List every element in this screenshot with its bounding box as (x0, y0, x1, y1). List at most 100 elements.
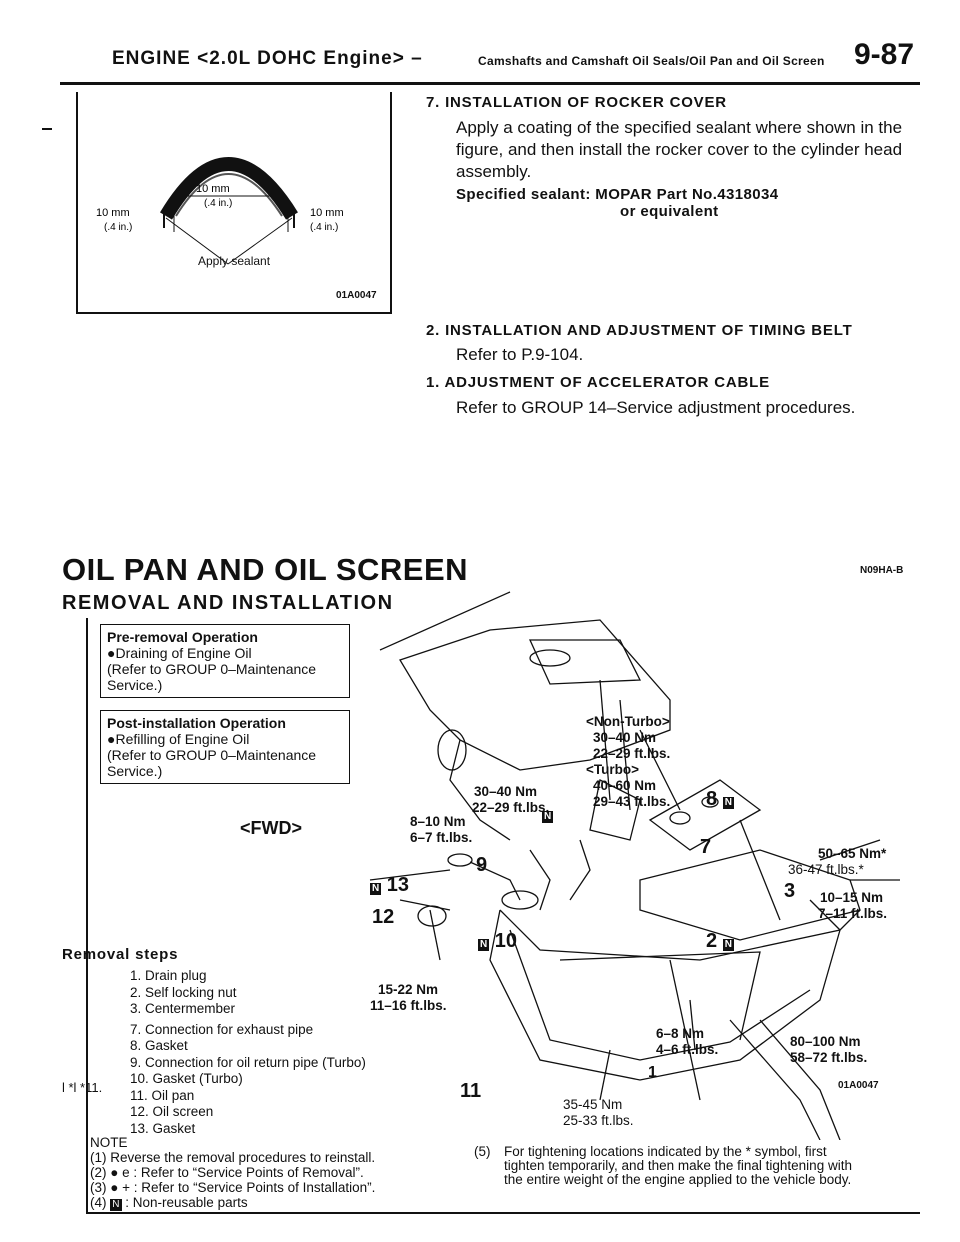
torque-50-65-nm: 50–65 Nm* (818, 846, 887, 861)
torque-6-8-nm: 6–8 Nm (656, 1026, 705, 1041)
post-installation-box: Post-installation Operation ●Refilling o… (100, 710, 350, 784)
post-installation-line2: (Refer to GROUP 0–Maintenance (107, 747, 317, 763)
torque-6-7-ft: 6–7 ft.lbs. (410, 830, 473, 845)
torque-22-29-ft: 22–29 ft.lbs. (472, 800, 550, 815)
callout-2-number: 2 (706, 930, 718, 952)
dim-right-in: (.4 in.) (310, 222, 338, 233)
note-label: NOTE (90, 1135, 128, 1150)
list-item: 11. Oil pan (130, 1087, 195, 1103)
header-subtitle: Camshafts and Camshaft Oil Seals/Oil Pan… (478, 54, 825, 68)
callout-9: 9 (476, 854, 488, 876)
header-title: ENGINE <2.0L DOHC Engine> – (112, 48, 423, 69)
oil-pan-diagram (369, 591, 900, 1140)
list-item: 1. Drain plug (130, 968, 207, 983)
dim-right: 10 mm (310, 207, 344, 219)
list-item: 3. Centermember (130, 1001, 236, 1016)
post-installation-heading: Post-installation Operation (107, 715, 286, 731)
note-5: (5) For tightening locations indicated b… (474, 1145, 854, 1187)
header-rule (60, 82, 920, 85)
sealant-spec-equivalent: or equivalent (620, 203, 719, 220)
non-reusable-badge: N (110, 1199, 122, 1211)
note-3: (3) ● + : Refer to “Service Points of In… (90, 1180, 376, 1195)
callout-3: 3 (784, 880, 796, 902)
note-4-text: : Non-reusable parts (125, 1195, 248, 1210)
section-1-title: 1. ADJUSTMENT OF ACCELERATOR CABLE (426, 374, 770, 391)
section-1-text: Refer to GROUP 14–Service adjustment pro… (456, 398, 856, 417)
frame-left-rule (86, 618, 88, 1213)
non-reusable-badge: N (370, 883, 382, 895)
sealant-figure: 10 mm (.4 in.) 10 mm (.4 in.) 10 mm (.4 … (76, 92, 392, 314)
section-7-text: Apply a coating of the specified sealant… (456, 118, 903, 181)
page-number: 9-87 (854, 38, 915, 71)
non-turbo-torque-nm: 30–40 Nm (593, 730, 657, 745)
callout-badge-top: N (542, 802, 554, 825)
list-item: 12. Oil screen (130, 1104, 214, 1119)
note-5-label: (5) (474, 1144, 491, 1159)
turbo-torque-ft: 29–43 ft.lbs. (593, 794, 671, 809)
note-1: (1) Reverse the removal procedures to re… (90, 1150, 376, 1165)
list-item: 10. Gasket (Turbo) (130, 1071, 243, 1086)
oil-pan-title: OIL PAN AND OIL SCREEN (62, 552, 469, 587)
dim-left-in: (.4 in.) (104, 222, 132, 233)
callout-7: 7 (700, 836, 712, 858)
note-4-prefix: (4) (90, 1195, 107, 1210)
torque-8-10-nm: 8–10 Nm (410, 814, 466, 829)
turbo-torque-nm: 40–60 Nm (593, 778, 657, 793)
sealant-diagram: 10 mm (.4 in.) 10 mm (.4 in.) 10 mm (.4 … (96, 157, 344, 265)
torque-80-100-nm: 80–100 Nm (790, 1034, 861, 1049)
callout-1: 1 (648, 1064, 657, 1081)
non-turbo-label: <Non-Turbo> (586, 714, 670, 729)
apply-sealant-label: Apply sealant (198, 254, 271, 268)
torque-36-47-ft: 36-47 ft.lbs.* (788, 862, 864, 877)
list-item: 8. Gasket (130, 1038, 188, 1053)
margin-mark (42, 128, 52, 130)
note-4: (4) N : Non-reusable parts (90, 1195, 375, 1211)
figure-code: 01A0047 (336, 290, 377, 301)
oil-pan-code: N09HA-B (860, 565, 904, 576)
pre-removal-heading: Pre-removal Operation (107, 629, 258, 645)
torque-30-40-nm: 30–40 Nm (474, 784, 538, 799)
fwd-label: <FWD> (240, 818, 303, 838)
service-point-marks: l *l *11. (62, 1080, 103, 1095)
callout-13-number: 13 (386, 874, 410, 896)
pre-removal-box: Pre-removal Operation ●Draining of Engin… (100, 624, 350, 698)
callout-8: 8 N (706, 788, 734, 811)
non-reusable-badge: N (722, 797, 734, 809)
callout-10: N 10 (478, 930, 517, 953)
non-reusable-badge: N (722, 939, 734, 951)
note-5-text: For tightening locations indicated by th… (504, 1144, 852, 1187)
bottom-rule (86, 1212, 920, 1214)
section-2-text: Refer to P.9-104. (456, 345, 584, 364)
post-installation-line3: Service.) (107, 763, 163, 779)
torque-15-22-nm: 15-22 Nm (378, 982, 439, 997)
non-turbo-torque-ft: 22–29 ft.lbs. (593, 746, 671, 761)
callout-12: 12 (372, 906, 395, 928)
callout-2: 2 N (706, 930, 734, 953)
dim-left: 10 mm (96, 207, 130, 219)
note-2: (2) ● e : Refer to “Service Points of Re… (90, 1165, 364, 1180)
turbo-label: <Turbo> (586, 762, 640, 777)
dim-top: 10 mm (196, 183, 230, 195)
list-item: 2. Self locking nut (130, 984, 237, 1000)
callout-11: 11 (460, 1080, 482, 1102)
pre-removal-line3: Service.) (107, 677, 163, 693)
torque-58-72-ft: 58–72 ft.lbs. (790, 1050, 868, 1065)
list-item: 9. Connection for oil return pipe (Turbo… (130, 1054, 366, 1070)
torque-7-11-ft: 7–11 ft.lbs. (818, 906, 888, 921)
sealant-spec: Specified sealant: MOPAR Part No.4318034 (456, 186, 779, 203)
torque-10-15-nm: 10–15 Nm (820, 890, 884, 905)
torque-4-6-ft: 4–6 ft.lbs. (656, 1042, 719, 1057)
section-2-title: 2. INSTALLATION AND ADJUSTMENT OF TIMING… (426, 322, 853, 339)
callout-13: N 13 (370, 874, 409, 897)
removal-steps-list: 1. Drain plug 2. Self locking nut 3. Cen… (130, 968, 366, 1137)
torque-25-33-ft: 25-33 ft.lbs. (563, 1113, 634, 1128)
non-reusable-badge: N (478, 939, 490, 951)
section-7-title: 7. INSTALLATION OF ROCKER COVER (426, 94, 727, 111)
torque-11-16-ft: 11–16 ft.lbs. (370, 998, 447, 1013)
post-installation-line1: ●Refilling of Engine Oil (107, 731, 250, 747)
list-item: 13. Gasket (130, 1120, 196, 1136)
pre-removal-line2: (Refer to GROUP 0–Maintenance (107, 661, 317, 677)
torque-35-45-nm: 35-45 Nm (563, 1097, 623, 1112)
pre-removal-line1: ●Draining of Engine Oil (107, 645, 252, 661)
list-item: 7. Connection for exhaust pipe (130, 1021, 314, 1037)
